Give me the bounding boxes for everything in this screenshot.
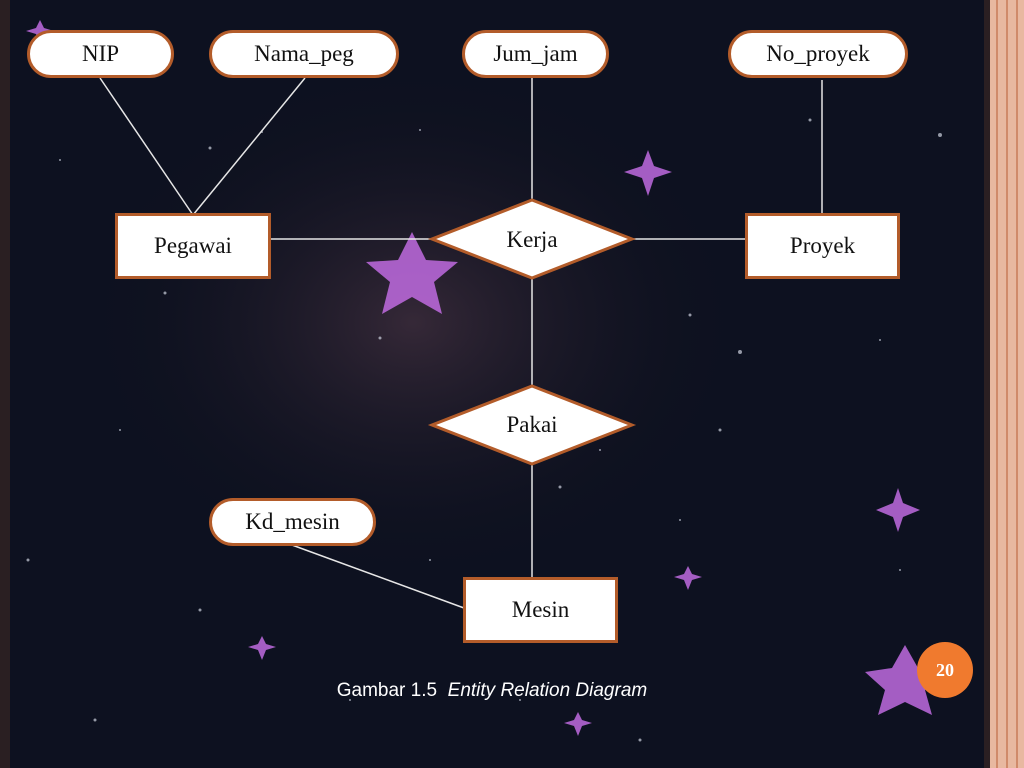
entity-pegawai: Pegawai xyxy=(115,213,271,279)
caption-title: Entity Relation Diagram xyxy=(447,680,648,701)
right-frame-line-2 xyxy=(1006,0,1008,768)
attribute-no-proyek: No_proyek xyxy=(728,30,908,78)
right-frame-dark xyxy=(984,0,990,768)
line-kdmesin-mesin xyxy=(291,544,465,609)
relationship-pakai-label: Pakai xyxy=(506,412,558,437)
line-nip-pegawai xyxy=(99,77,194,216)
attribute-nama-peg: Nama_peg xyxy=(209,30,399,78)
relationship-kerja-label: Kerja xyxy=(506,227,558,252)
attribute-nip: NIP xyxy=(27,30,174,78)
attribute-jum-jam: Jum_jam xyxy=(462,30,609,78)
line-namapeg-pegawai xyxy=(192,77,306,216)
relationship-kerja-diamond xyxy=(427,198,637,280)
page-number-badge: 20 xyxy=(917,642,973,698)
figure-caption: Gambar 1.5 Entity Relation Diagram xyxy=(0,680,984,702)
attribute-kd-mesin: Kd_mesin xyxy=(209,498,376,546)
right-frame-line-3 xyxy=(1016,0,1018,768)
relationship-pakai-diamond xyxy=(427,384,637,466)
right-frame-line-1 xyxy=(996,0,998,768)
entity-proyek: Proyek xyxy=(745,213,900,279)
entity-mesin: Mesin xyxy=(463,577,618,643)
caption-prefix: Gambar 1.5 xyxy=(336,680,438,701)
